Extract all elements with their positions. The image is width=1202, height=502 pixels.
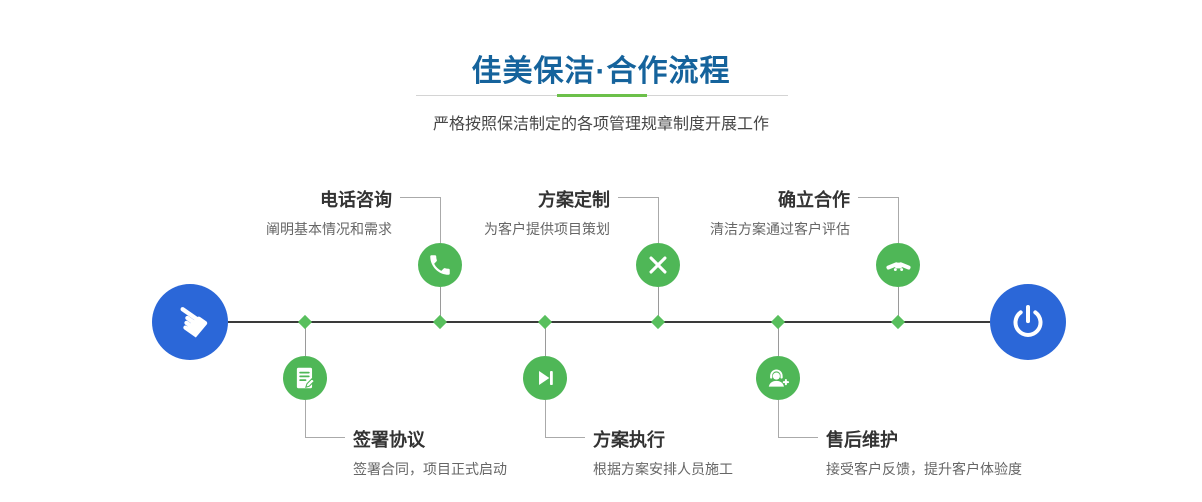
handshake-icon [885,252,912,279]
power-icon [1008,302,1048,342]
connector [305,323,306,356]
timeline-marker [650,314,666,330]
title-divider [416,94,788,97]
step-title: 方案执行 [593,430,665,450]
title-divider-accent [557,94,647,97]
connector [778,437,818,438]
connector [400,197,440,198]
step-desc: 为客户提供项目策划 [484,221,610,237]
step-desc: 接受客户反馈，提升客户体验度 [826,461,1022,477]
connector [440,197,441,243]
connector [658,197,659,243]
connector [545,400,546,438]
timeline-start-node: ☚ [152,284,228,360]
step-title: 电话咨询 [320,190,392,210]
timeline-marker [432,314,448,330]
connector [778,400,779,438]
pointing-hand-icon: ☚ [160,290,220,353]
step-desc: 根据方案安排人员施工 [593,461,733,477]
connector [305,437,345,438]
timeline-line [228,321,990,323]
step-title: 售后维护 [826,430,898,450]
timeline-marker [537,314,553,330]
connector [658,287,659,322]
connector [898,287,899,322]
connector [440,287,441,322]
contract-icon [292,365,318,391]
step-desc: 阐明基本情况和需求 [266,221,392,237]
timeline-marker [770,314,786,330]
connector [778,323,779,356]
design-tools-icon [645,252,671,278]
step-desc: 签署合同，项目正式启动 [353,461,507,477]
connector [545,323,546,356]
connector [898,197,899,243]
step-title: 确立合作 [778,190,850,210]
step-desc: 清洁方案通过客户评估 [710,221,850,237]
connector [618,197,658,198]
timeline-marker [297,314,313,330]
headset-support-icon [765,365,791,391]
page-title: 佳美保洁·合作流程 [471,55,731,88]
play-next-icon [532,365,558,391]
step-title: 方案定制 [538,190,610,210]
connector [858,197,898,198]
step-title: 签署协议 [353,430,425,450]
timeline-marker [890,314,906,330]
page-subtitle: 严格按照保洁制定的各项管理规章制度开展工作 [432,116,769,133]
timeline-end-node [990,284,1066,360]
phone-icon [427,252,453,278]
connector [305,400,306,438]
connector [545,437,585,438]
